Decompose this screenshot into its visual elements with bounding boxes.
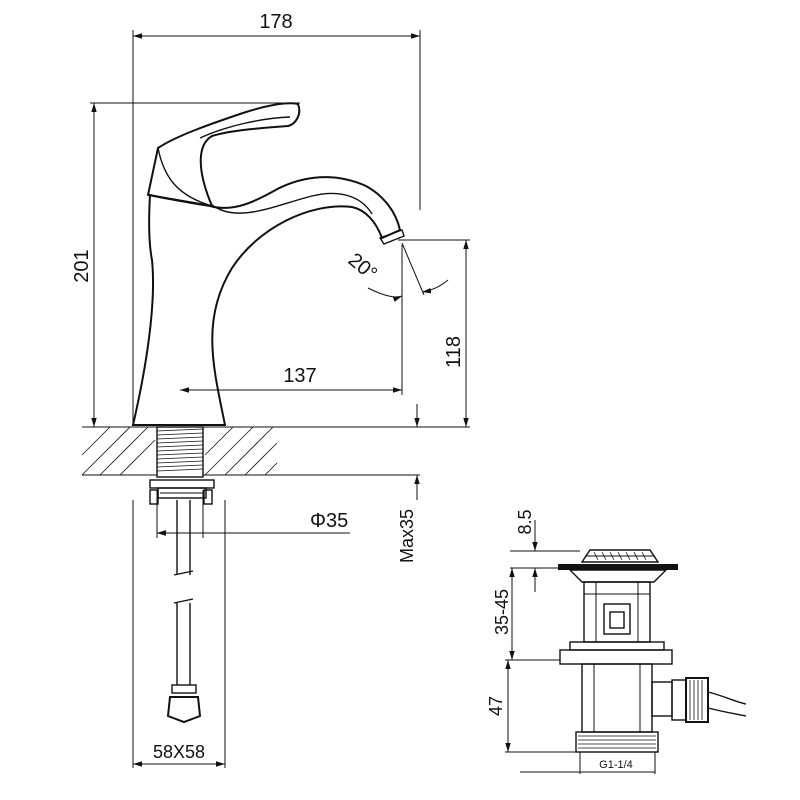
spout-outlet [378, 229, 405, 245]
lever-handle[interactable] [146, 102, 301, 208]
dim-overall-height: 201 [71, 249, 93, 282]
drain-cap [558, 549, 678, 583]
dim-thread-size: G1-1/4 [599, 759, 633, 771]
lever-highlight [199, 116, 291, 139]
dim-lower-height: 47 [486, 696, 506, 716]
dim-base-size: 58X58 [153, 742, 205, 762]
dim-spout-height: 118 [443, 336, 465, 368]
lever-joint [157, 147, 213, 207]
dim-body-range: 35-45 [492, 589, 512, 635]
dim-spout-reach: 137 [283, 365, 316, 387]
supply-hose [166, 500, 202, 724]
dim-hose-diameter: Φ35 [310, 510, 348, 532]
angle-arc-right [421, 279, 449, 294]
angle-ray [401, 242, 425, 296]
dim-cap-height: 8.5 [515, 509, 535, 534]
drain-body-lower [575, 663, 659, 753]
dim-spout-angle: 20° [344, 249, 381, 285]
faucet-view: 178 201 118 137 20° [71, 11, 470, 768]
drain-body-upper [583, 581, 651, 643]
drain-view: 8.5 35-45 47 [486, 509, 747, 774]
dim-max-deck: Max35 [397, 509, 417, 563]
faucet-body [131, 176, 402, 426]
mounting-deck [81, 426, 278, 478]
spout-contour [211, 192, 373, 215]
angle-arc-left [367, 287, 403, 302]
overflow-connector [651, 677, 747, 723]
mounting-nut [149, 479, 215, 505]
drain-flange-nut [559, 641, 673, 665]
dim-overall-width: 178 [259, 11, 292, 33]
